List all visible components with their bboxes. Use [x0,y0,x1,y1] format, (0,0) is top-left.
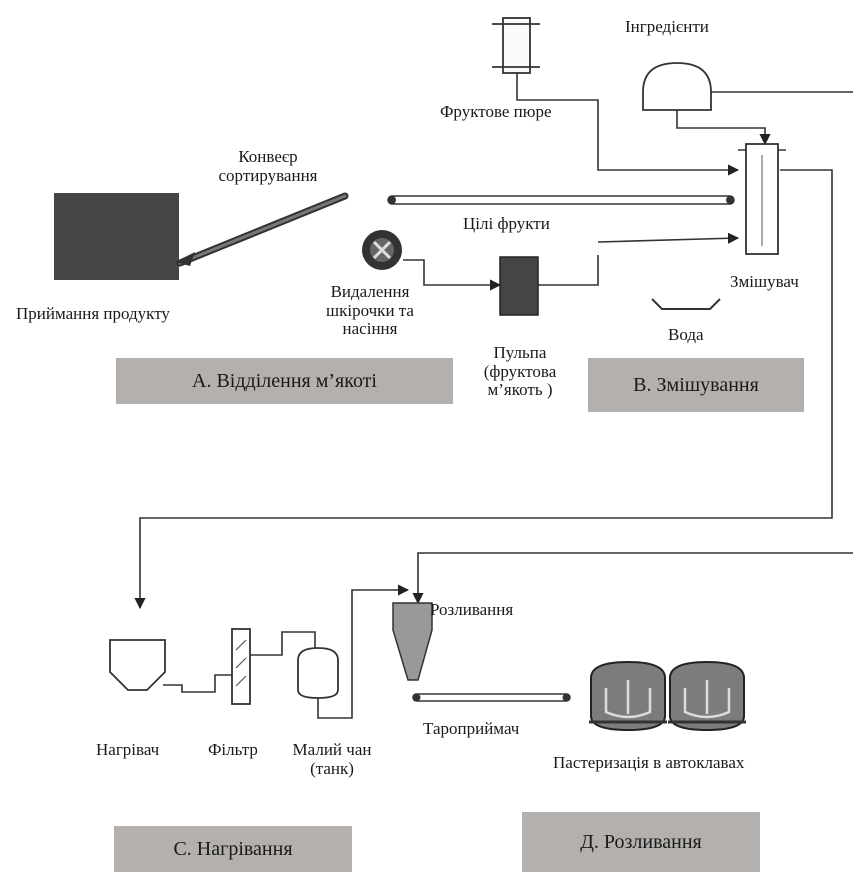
autoclave-pasteurization-label: Пастеризація в автоклавах [553,753,745,772]
mixer-column-icon [738,143,786,255]
return-to-filler-flow-line [412,552,853,605]
autoclave-icon [589,660,667,732]
peel-seed-removal-line1: Видалення [330,282,410,301]
product-reception-tank [54,193,179,280]
peeler-icon [362,230,402,270]
heater-label: Нагрівач [96,740,160,759]
tank-to-filler-line [317,584,410,719]
filler-cone [392,602,433,681]
mixer-label: Змішувач [730,272,799,291]
pulp-label-line3: м’якоть ) [487,380,553,400]
peel-seed-removal-line3: насіння [342,319,398,339]
container-receiver-conveyor [412,693,571,702]
small-tank-label: Малий чан (танк) [282,740,382,778]
peel-seed-removal-line2: шкірочки та [326,300,414,320]
flow-lines [134,72,853,719]
pulp-tank [499,256,539,316]
section-b-banner: В. Змішування [588,358,804,412]
section-d-banner: Д. Розливання [522,812,760,872]
filter-label: Фільтр [208,740,258,759]
small-tank [297,647,339,699]
fruit-puree-unit [492,17,540,74]
ingredients-flow-line [676,110,771,146]
section-a-banner: А. Відділення м’якоті [116,358,453,404]
ingredients-label: Інгредієнти [625,17,709,36]
whole-fruits-flow-line [597,232,740,244]
sorting-conveyor-label-line1: Конвеєр [238,147,298,166]
pulp-label-line1: Пульпа [493,343,547,362]
pulp-out-flow-line [538,255,599,286]
peel-seed-removal-label: Видалення шкірочки та насіння [305,282,435,339]
pulp-in-flow-line [403,259,502,291]
water-label: Вода [668,325,704,344]
heater-to-filter-line [163,674,232,693]
heater-hopper-icon [109,639,166,691]
water-dish [651,298,721,310]
fruit-puree-label: Фруктове пюре [440,102,552,121]
mixer-outlet-flow-line [134,169,833,610]
sorting-conveyor-label: Конвеєр сортирування [208,147,328,185]
product-reception-label: Приймання продукту [16,304,170,323]
autoclave-icon [668,660,746,732]
pulp-label-line2: (фруктова [483,361,557,381]
sorting-conveyor-label-line2: сортирування [218,165,318,185]
puree-flow-line [516,72,740,176]
small-tank-label-line1: Малий чан [292,740,372,759]
filter-unit [231,628,251,705]
bottling-label: Розливання [430,600,514,619]
ingredients-vessel [642,62,712,111]
container-receiver-label: Тароприймач [423,719,520,738]
whole-fruits-conveyor [387,195,735,205]
pulp-label: Пульпа (фруктова м’якоть ) [460,343,580,400]
whole-fruits-label: Цілі фрукти [463,214,550,233]
sorting-conveyor [175,192,349,267]
section-c-banner: С. Нагрівання [114,826,352,872]
filter-to-tank-line [250,631,316,656]
small-tank-label-line2: (танк) [310,758,354,778]
